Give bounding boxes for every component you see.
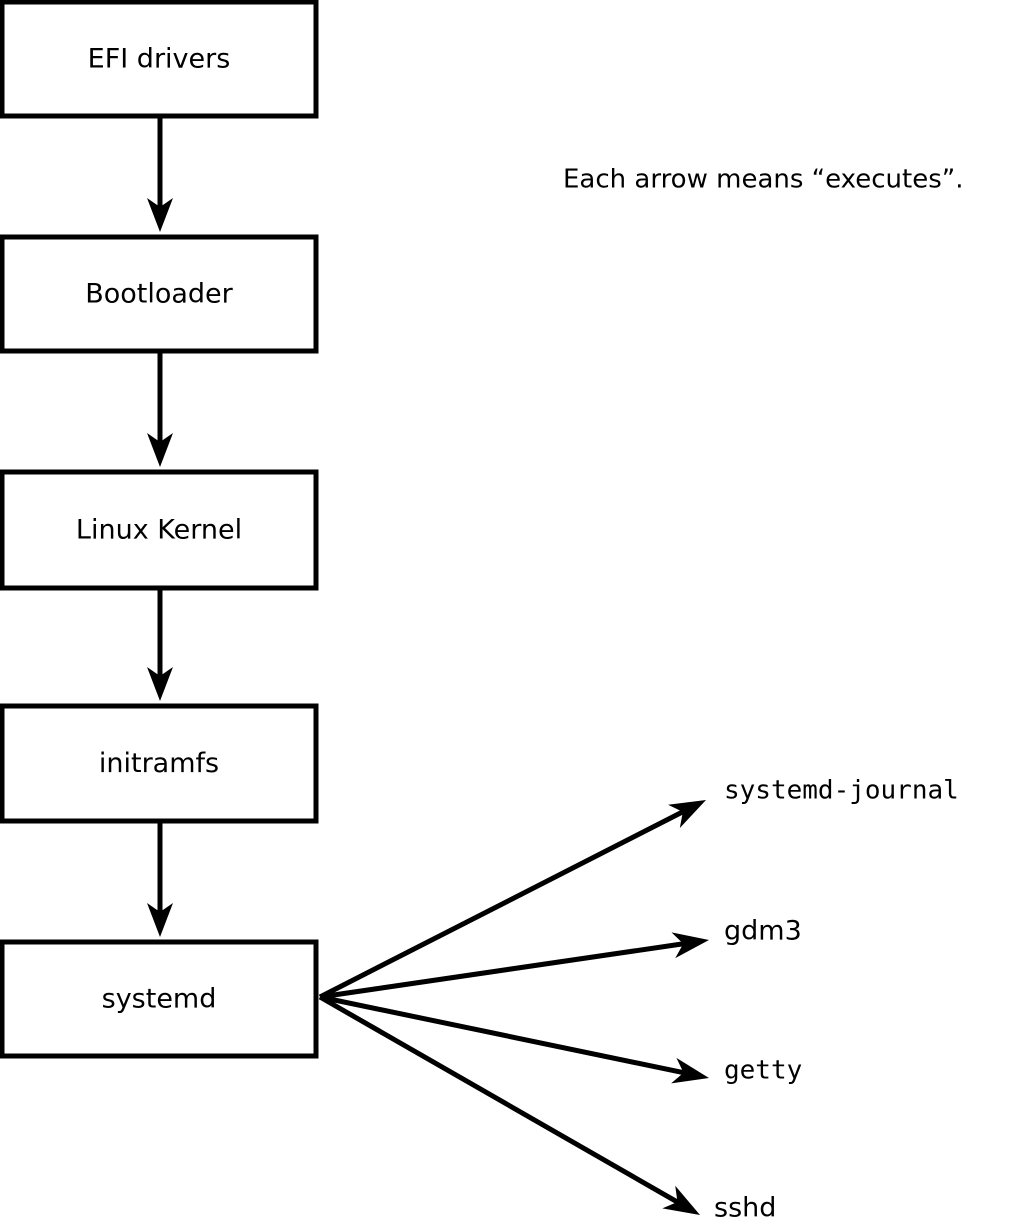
box-outline-bootloader (0, 234, 319, 354)
arrow-bootloader-to-kernel (147, 353, 173, 467)
box-label-systemd: systemd (102, 984, 217, 1015)
fan-arrow-gdm3 (319, 932, 709, 1000)
arrow-head (671, 932, 709, 959)
arrow-head (668, 800, 706, 828)
process-box-efi-drivers[interactable]: EFI drivers (0, 0, 319, 119)
fan-arrows-group (318, 800, 709, 1215)
box-outline-systemd (0, 939, 319, 1059)
box-outline-linux-kernel (0, 469, 319, 591)
leaf-label-sshd: sshd (714, 1193, 776, 1224)
process-box-initramfs[interactable]: initramfs (0, 703, 319, 824)
box-label-linux-kernel: Linux Kernel (76, 515, 242, 546)
box-label-efi-drivers: EFI drivers (88, 44, 231, 75)
leaf-label-getty: getty (724, 1056, 802, 1086)
arrow-initramfs-to-systemd (147, 823, 173, 937)
arrow-shaft (319, 941, 686, 1000)
arrow-head (147, 667, 173, 701)
arrow-head (671, 1057, 709, 1084)
arrow-head (662, 1185, 700, 1215)
chain-arrows-group (147, 118, 173, 937)
box-label-bootloader: Bootloader (85, 279, 233, 310)
leaf-labels-group: systemd-journal gdm3 getty sshd (714, 776, 959, 1224)
arrow-kernel-to-initramfs (147, 590, 173, 701)
arrow-shaft (318, 994, 681, 1206)
process-box-linux-kernel[interactable]: Linux Kernel (0, 469, 319, 591)
arrow-head (147, 198, 173, 232)
legend-note: Each arrow means “executes”. (563, 165, 964, 195)
process-box-systemd[interactable]: systemd (0, 939, 319, 1059)
arrow-efi-to-bootloader (147, 118, 173, 232)
fan-arrow-getty (319, 994, 709, 1084)
box-outline-initramfs (0, 703, 319, 824)
box-outline-efi-drivers (0, 0, 319, 119)
arrow-head (147, 903, 173, 937)
fan-arrow-systemd-journal (318, 800, 706, 1000)
arrow-shaft (319, 994, 687, 1076)
box-label-initramfs: initramfs (99, 748, 219, 779)
process-box-bootloader[interactable]: Bootloader (0, 234, 319, 354)
leaf-label-systemd-journal: systemd-journal (724, 776, 959, 806)
fan-arrow-sshd (318, 994, 700, 1215)
leaf-label-gdm3: gdm3 (724, 916, 802, 947)
arrow-shaft (318, 808, 686, 1000)
arrow-head (147, 433, 173, 467)
